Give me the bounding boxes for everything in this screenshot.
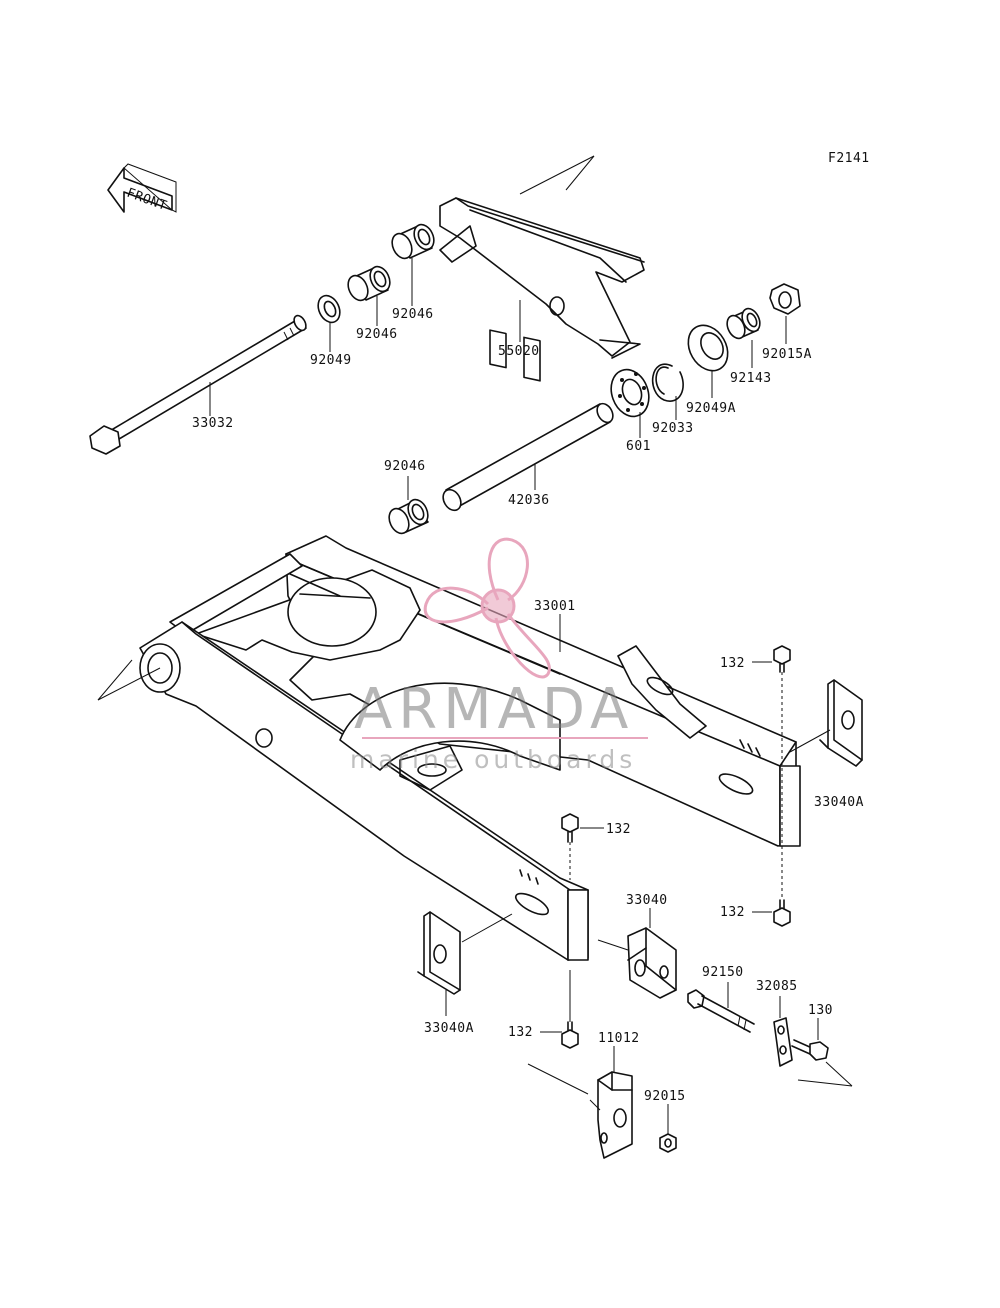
leader-33001-ref-b <box>97 659 133 701</box>
label-42036: 42036 <box>508 493 550 508</box>
block-33040 <box>627 927 677 999</box>
label-92049: 92049 <box>310 353 352 368</box>
collar-42036 <box>442 402 614 512</box>
label-92015: 92015 <box>644 1089 686 1104</box>
nut-92015 <box>659 1133 677 1153</box>
label-92046-b: 92046 <box>392 307 434 322</box>
seal-92049A <box>687 324 729 372</box>
figure-code: F2141 <box>828 151 870 166</box>
label-33032: 33032 <box>192 416 234 431</box>
nut-92015A <box>769 283 801 315</box>
bolt-130 <box>791 1039 829 1061</box>
watermark-brand: ARMADA <box>354 677 634 742</box>
leader-11012-ref-b <box>589 1099 601 1111</box>
leader-33001-ref-a <box>97 667 161 701</box>
propeller-logo-icon <box>423 537 551 679</box>
label-33001: 33001 <box>534 599 576 614</box>
leader-33040A-b <box>461 913 513 943</box>
ball-bearing-601 <box>610 368 650 418</box>
leader-33040-axis <box>597 939 629 951</box>
front-arrow-icon: FRONT <box>107 163 177 214</box>
swingarm-33001 <box>139 535 801 961</box>
label-92015A: 92015A <box>762 347 812 362</box>
adjuster-plate-33040A-a <box>819 679 863 767</box>
collar-92143 <box>726 307 761 340</box>
label-130: 130 <box>808 1003 833 1018</box>
leader-55020-ref-b <box>565 155 595 191</box>
bolt-92150 <box>687 989 755 1033</box>
label-132-a: 132 <box>720 656 745 671</box>
watermark-tagline: marine outboards <box>350 745 636 774</box>
needle-bearing-92046-a <box>347 265 391 302</box>
label-92046-c: 92046 <box>384 459 426 474</box>
chain-guide-55020 <box>439 197 645 382</box>
needle-bearing-92046-b <box>391 223 435 260</box>
leader-130-ref-a <box>797 1079 853 1087</box>
label-32085: 32085 <box>756 979 798 994</box>
seal-92049 <box>317 294 341 324</box>
plate-32085 <box>773 1017 793 1067</box>
label-92046-a: 92046 <box>356 327 398 342</box>
label-132-d: 132 <box>508 1025 533 1040</box>
label-55020: 55020 <box>498 344 540 359</box>
label-92150: 92150 <box>702 965 744 980</box>
bolt-132-a <box>773 645 791 673</box>
leader-33040A-a <box>789 729 831 753</box>
label-92033: 92033 <box>652 421 694 436</box>
bolt-132-d <box>561 1021 579 1049</box>
label-33040A-b: 33040A <box>424 1021 474 1036</box>
label-132-c: 132 <box>606 822 631 837</box>
label-601: 601 <box>626 439 651 454</box>
circlip-92033 <box>651 363 684 402</box>
leader-11012-ref-a <box>527 1063 589 1095</box>
adjuster-plate-33040A-b <box>417 911 461 995</box>
bracket-11012 <box>597 1071 633 1159</box>
label-92049A: 92049A <box>686 401 736 416</box>
label-33040A-a: 33040A <box>814 795 864 810</box>
leader-55020-ref-a <box>519 155 595 195</box>
label-11012: 11012 <box>598 1031 640 1046</box>
leader-130-ref-b <box>825 1061 853 1087</box>
label-132-b: 132 <box>720 905 745 920</box>
bolt-132-b <box>773 899 791 927</box>
bolt-132-c <box>561 813 579 843</box>
label-33040: 33040 <box>626 893 668 908</box>
watermark: ARMADA marine outboards <box>350 537 648 774</box>
pivot-shaft-33032 <box>89 314 307 455</box>
needle-bearing-92046-c <box>388 498 429 535</box>
label-92143: 92143 <box>730 371 772 386</box>
